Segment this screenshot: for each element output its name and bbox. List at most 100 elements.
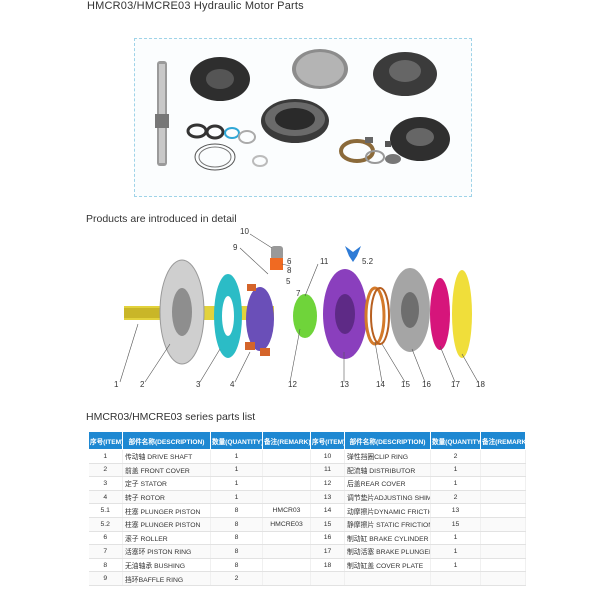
- table-cell: [262, 463, 311, 478]
- callout-7: 7: [296, 289, 301, 298]
- table-cell: 无油轴承 BUSHING: [122, 558, 211, 573]
- table-cell: [480, 544, 526, 559]
- table-cell: [262, 531, 311, 546]
- table-cell: [262, 449, 311, 464]
- table-cell: 1: [88, 449, 123, 464]
- table-cell: 9: [88, 571, 123, 586]
- diagram-friction-plates: [364, 286, 386, 346]
- table-cell: [480, 571, 526, 586]
- table-cell: [310, 571, 345, 586]
- table-cell: 8: [210, 544, 263, 559]
- table-cell: 制动缸 BRAKE CYLINDER: [344, 531, 431, 546]
- diagram-piston: [245, 342, 255, 350]
- table-cell: 4: [88, 490, 123, 505]
- table-cell: 11: [310, 463, 345, 478]
- table-cell: 2: [430, 490, 481, 505]
- table-cell: 后盖REAR COVER: [344, 476, 431, 491]
- table-cell: 3: [88, 476, 123, 491]
- table-cell: 18: [310, 558, 345, 573]
- table-cell: 8: [210, 531, 263, 546]
- table-cell: [480, 476, 526, 491]
- table-cell: 活塞环 PISTON RING: [122, 544, 211, 559]
- page-title: HMCR03/HMCRE03 Hydraulic Motor Parts: [87, 0, 304, 12]
- column-header: 数量(QUANTITY): [210, 431, 263, 450]
- table-cell: 转子 ROTOR: [122, 490, 211, 505]
- table-cell: [480, 531, 526, 546]
- callout-10: 10: [240, 227, 249, 236]
- table-cell: [262, 476, 311, 491]
- table-cell: 15: [430, 517, 481, 532]
- parts-photo: [155, 49, 450, 171]
- diagram-plunger-piston: [270, 258, 283, 270]
- table-cell: 1: [210, 463, 263, 478]
- table-cell: 前盖 FRONT COVER: [122, 463, 211, 478]
- callout-9: 9: [233, 243, 238, 252]
- table-cell: [262, 558, 311, 573]
- table-cell: [480, 558, 526, 573]
- table-cell: 1: [430, 544, 481, 559]
- table-cell: 6: [88, 531, 123, 546]
- parts-photo-panel: [134, 38, 472, 197]
- callout-15: 15: [401, 380, 410, 389]
- diagram-piston: [260, 348, 270, 356]
- column-header: 部件名称(DESCRIPTION): [344, 431, 431, 450]
- parts-heading: HMCR03/HMCRE03 series parts list: [86, 411, 256, 423]
- callout-5-2: 5.2: [362, 257, 374, 266]
- parts-table: 序号(ITEM)部件名称(DESCRIPTION)数量(QUANTITY)备注(…: [88, 431, 526, 586]
- table-cell: 1: [210, 490, 263, 505]
- table-cell: 调节垫片ADJUSTING SHIM: [344, 490, 431, 505]
- table-cell: 8: [210, 517, 263, 532]
- callout-11: 11: [320, 257, 329, 266]
- table-cell: 1: [430, 463, 481, 478]
- table-cell: [480, 490, 526, 505]
- table-cell: 定子 STATOR: [122, 476, 211, 491]
- table-cell: HMCRE03: [262, 517, 311, 532]
- table-cell: 动摩擦片DYNAMIC FRICTION: [344, 503, 431, 518]
- table-cell: 制动缸盖 COVER PLATE: [344, 558, 431, 573]
- table-cell: 5.2: [88, 517, 123, 532]
- table-cell: 13: [430, 503, 481, 518]
- table-cell: [480, 449, 526, 464]
- exploded-diagram: 1 2 3 4 5 6 7 8 9 10 11 12 13 14 15 16 1…: [114, 227, 485, 389]
- table-cell: [262, 544, 311, 559]
- table-cell: 柱塞 PLUNGER PISTON: [122, 517, 211, 532]
- table-cell: 1: [430, 476, 481, 491]
- table-cell: 滚子 ROLLER: [122, 531, 211, 546]
- column-header: 部件名称(DESCRIPTION): [122, 431, 211, 450]
- diagram-piston: [247, 284, 256, 291]
- table-cell: 1: [430, 558, 481, 573]
- table-cell: [262, 571, 311, 586]
- callout-14: 14: [376, 380, 385, 389]
- diagram-clip-ring: [345, 246, 361, 262]
- callout-8: 8: [287, 266, 292, 275]
- callout-4: 4: [230, 380, 235, 389]
- diagram-roller: [271, 246, 283, 260]
- table-cell: 7: [88, 544, 123, 559]
- table-header-row: 序号(ITEM)部件名称(DESCRIPTION)数量(QUANTITY)备注(…: [88, 431, 526, 450]
- table-cell: 12: [310, 476, 345, 491]
- diagram-brake-plunger: [430, 278, 450, 350]
- table-cell: 10: [310, 449, 345, 464]
- table-cell: 13: [310, 490, 345, 505]
- table-cell: [344, 571, 431, 586]
- table-cell: [262, 490, 311, 505]
- table-cell: [430, 571, 481, 586]
- table-cell: [480, 517, 526, 532]
- table-cell: 1: [430, 531, 481, 546]
- table-cell: 14: [310, 503, 345, 518]
- table-cell: 挡环BAFFLE RING: [122, 571, 211, 586]
- callout-13: 13: [340, 380, 349, 389]
- table-cell: 静摩擦片 STATIC FRICTION: [344, 517, 431, 532]
- diagram-cover-plate: [452, 270, 472, 358]
- table-cell: 制动活塞 BRAKE PLUNGER: [344, 544, 431, 559]
- table-cell: 2: [88, 463, 123, 478]
- table-cell: HMCR03: [262, 503, 311, 518]
